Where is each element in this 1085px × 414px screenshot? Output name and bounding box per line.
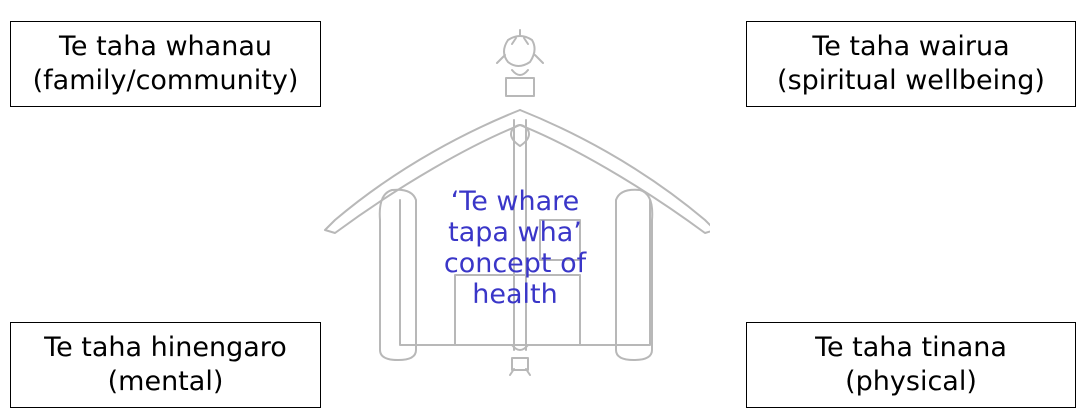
box-te-taha-whanau: Te taha whanau (family/community): [10, 21, 321, 107]
left-post: [380, 190, 416, 360]
box-subtitle: (family/community): [33, 64, 299, 98]
box-subtitle: (mental): [108, 365, 224, 399]
box-title: Te taha wairua: [812, 30, 1009, 64]
center-line: ‘Te whare: [440, 186, 590, 217]
box-title: Te taha whanau: [59, 30, 272, 64]
center-concept-label: ‘Te whare tapa wha’ concept of health: [440, 186, 590, 310]
box-title: Te taha hinengaro: [44, 331, 287, 365]
box-te-taha-wairua: Te taha wairua (spiritual wellbeing): [746, 21, 1076, 107]
center-line: concept of: [440, 248, 590, 279]
center-line: health: [440, 279, 590, 310]
box-subtitle: (spiritual wellbeing): [777, 64, 1045, 98]
box-te-taha-hinengaro: Te taha hinengaro (mental): [10, 322, 321, 408]
box-subtitle: (physical): [845, 365, 977, 399]
right-post: [616, 190, 652, 360]
tekoteko-figure: [497, 36, 543, 96]
box-te-taha-tinana: Te taha tinana (physical): [746, 322, 1076, 408]
center-line: tapa wha’: [440, 217, 590, 248]
box-title: Te taha tinana: [815, 331, 1007, 365]
